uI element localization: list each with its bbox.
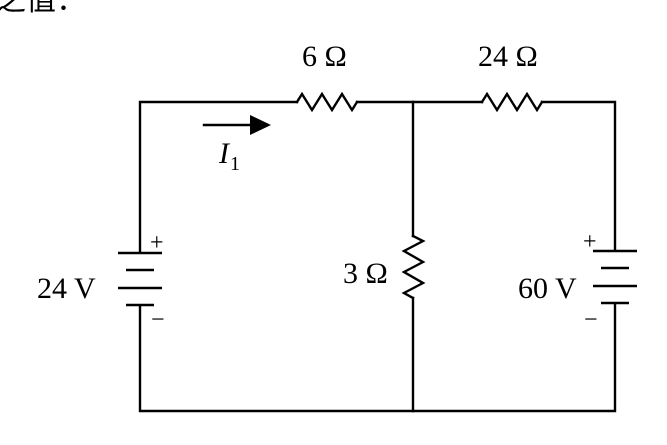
battery-left-plus: + — [150, 230, 164, 256]
current-label: I1 — [218, 137, 240, 175]
battery-right-plus: + — [583, 229, 597, 255]
battery-left — [118, 251, 162, 307]
battery-right — [593, 249, 637, 305]
wire-left-lower — [138, 302, 617, 413]
wires — [138, 100, 617, 413]
current-symbol: I — [218, 137, 231, 170]
resistor-24-ohm-label: 24 Ω — [478, 40, 538, 73]
resistor-3-ohm-label: 3 Ω — [343, 257, 388, 290]
header-text: 之值： — [0, 0, 86, 18]
battery-right-label: 60 V — [518, 272, 577, 305]
battery-left-minus: − — [151, 307, 165, 333]
battery-right-minus: − — [584, 307, 598, 333]
battery-left-label: 24 V — [37, 272, 96, 305]
current-subscript: 1 — [230, 153, 240, 175]
wire-top-right — [540, 100, 617, 252]
current-arrow — [202, 115, 271, 135]
resistor-6-ohm-label: 6 Ω — [302, 40, 347, 73]
resistor-3-ohm — [401, 234, 426, 300]
wire-top-left — [138, 100, 299, 254]
resistor-6-ohm — [295, 91, 359, 113]
resistor-24-ohm — [480, 91, 544, 113]
